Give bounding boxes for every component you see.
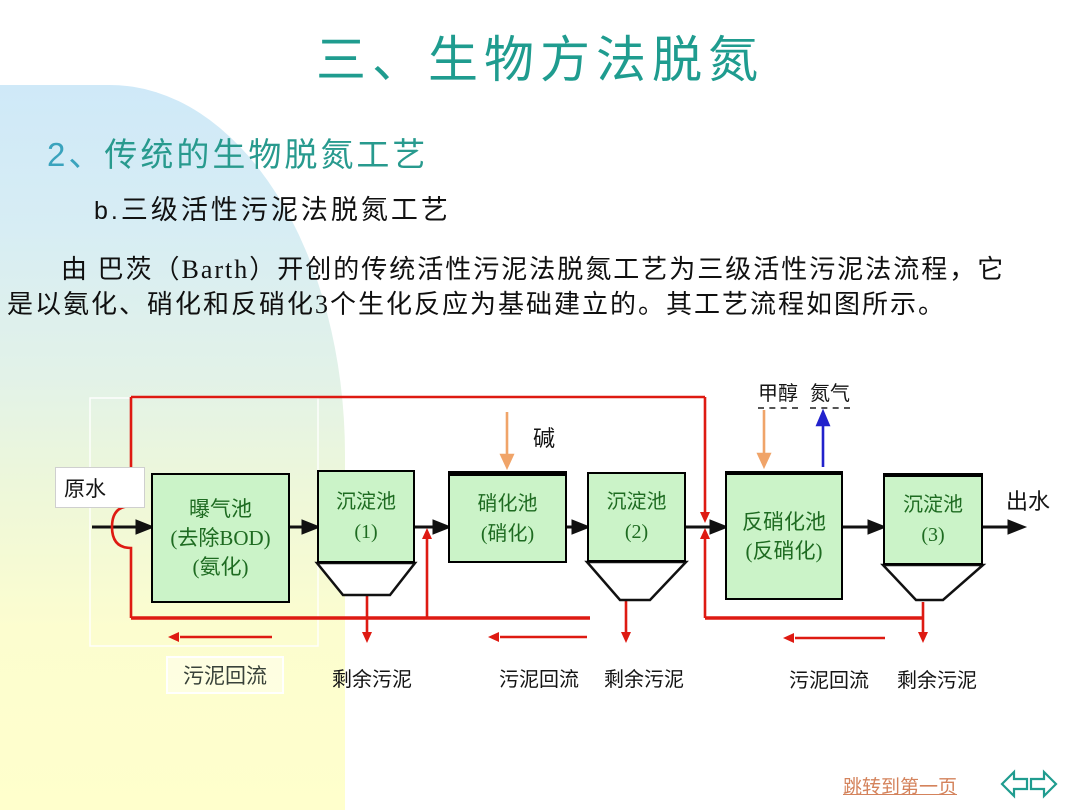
box-label: (2) <box>624 521 649 543</box>
excess-sludge-label-1: 剩余污泥 <box>332 669 412 691</box>
subsection-prefix: b. <box>94 197 121 225</box>
clarifier-funnels <box>314 560 987 602</box>
box-denitrification-tank: 反硝化池 (反硝化) <box>725 471 843 600</box>
slide-title: 三、生物方法脱氮 <box>316 32 764 88</box>
box-settling-tank-3: 沉淀池 (3) <box>883 473 983 565</box>
clarifier-funnel-1 <box>314 561 418 597</box>
sludge-return-label-1: 污泥回流 <box>183 664 267 688</box>
page-nav-icons <box>1000 769 1058 799</box>
paragraph-line-2: 是以氨化、硝化和反硝化3个生化反应为基础建立的。其工艺流程如图所示。 <box>7 290 947 319</box>
box-label: 硝化池 <box>477 492 538 515</box>
box-label: (反硝化) <box>745 538 823 563</box>
clarifier-funnel-3 <box>880 563 987 602</box>
nitrogen-gas-arrow <box>815 408 831 467</box>
subsection-heading: b.三级活性污泥法脱氮工艺 <box>94 188 451 227</box>
box-label: 沉淀池 <box>903 494 963 516</box>
main-flow-line <box>92 519 1028 535</box>
influent-label: 原水 <box>64 476 106 501</box>
subsection-title-text: 三级活性污泥法脱氮工艺 <box>120 195 451 225</box>
next-page-icon[interactable] <box>1029 769 1058 799</box>
section-number: 2、 <box>47 136 105 173</box>
box-settling-tank-1: 沉淀池 (1) <box>317 470 415 563</box>
influent-label-box: 原水 <box>55 467 145 508</box>
alkali-label: 碱 <box>533 426 556 451</box>
recycle-arrowheads <box>168 512 928 643</box>
box-label: 反硝化池 <box>742 509 826 534</box>
box-label: 沉淀池 <box>336 490 396 513</box>
excess-sludge-label-2: 剩余污泥 <box>604 669 684 691</box>
sludge-return-label-3: 污泥回流 <box>789 670 869 692</box>
box-label: (氨化) <box>192 554 249 579</box>
box-nitrification-tank: 硝化池 (硝化) <box>448 471 567 563</box>
box-aeration-tank: 曝气池 (去除BOD) (氨化) <box>151 473 290 603</box>
nitrogen-gas-label: 氮气 <box>810 377 850 409</box>
paragraph-line-1: 由 巴茨（Barth）开创的传统活性污泥法脱氮工艺为三级活性污泥法流程，它 <box>61 255 1006 284</box>
sludge-return-label-2: 污泥回流 <box>499 669 579 691</box>
excess-sludge-label-3: 剩余污泥 <box>897 670 977 692</box>
prev-page-icon[interactable] <box>1000 769 1029 799</box>
jump-to-first-page-link[interactable]: 跳转到第一页 <box>843 777 958 798</box>
section-heading: 2、传统的生物脱氮工艺 <box>47 128 428 176</box>
section-title-text: 传统的生物脱氮工艺 <box>104 138 429 174</box>
box-label: 曝气池 <box>189 496 252 521</box>
clarifier-funnel-2 <box>584 560 689 602</box>
box-label: (去除BOD) <box>170 525 271 550</box>
box-label: (1) <box>354 520 378 543</box>
methanol-label: 甲醇 <box>758 377 798 409</box>
box-label: 沉淀池 <box>606 491 667 513</box>
effluent-label: 出水 <box>1006 489 1051 514</box>
recycle-lines <box>110 395 925 640</box>
box-label: (硝化) <box>480 522 535 545</box>
box-label: (3) <box>921 524 945 546</box>
sludge-return-label-box-1: 污泥回流 <box>166 656 284 694</box>
dosing-arrows <box>499 410 772 471</box>
box-settling-tank-2: 沉淀池 (2) <box>587 472 686 562</box>
